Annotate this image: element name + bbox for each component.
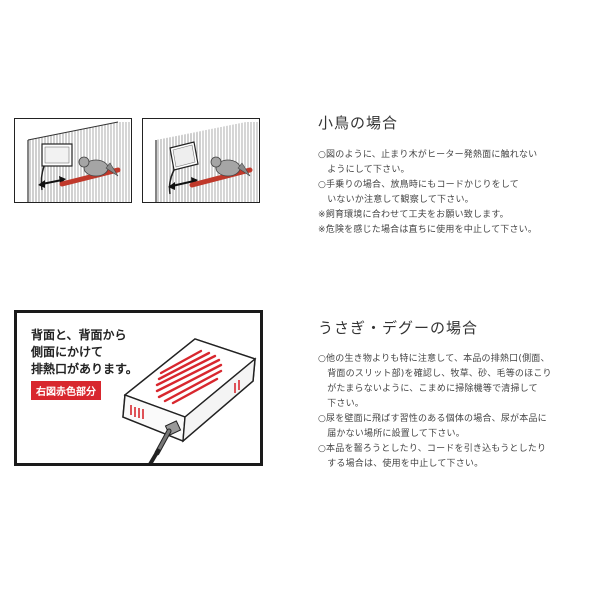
rabbit-note-line: がたまらないように、こまめに掃除機等で清掃して — [318, 384, 538, 394]
red-area-badge: 右図赤色部分 — [31, 381, 101, 400]
bird-note-line: ○手乗りの場合、放鳥時にもコードかじりをして — [318, 180, 519, 190]
bird-section-title: 小鳥の場合 — [318, 114, 399, 132]
heater-device-illustration — [122, 338, 257, 463]
rabbit-note-line: ○尿を壁面に飛ばす習性のある個体の場合、尿が本品に — [318, 414, 547, 424]
bird-notes: ○図のように、止まり木がヒーター発熱面に触れない ようにして下さい。 ○手乗りの… — [318, 148, 537, 238]
vent-callout-text: 背面と、背面から 側面にかけて 排熱口があります。 — [31, 328, 138, 376]
rabbit-note-line: ○他の生き物よりも特に注意して、本品の排熱口(側面、 — [318, 354, 550, 364]
bird-note-line: いないか注意して観察して下さい。 — [318, 195, 474, 205]
bird-illustration-2 — [142, 118, 260, 203]
rabbit-note-line: 下さい。 — [318, 399, 365, 409]
vent-callout: 背面と、背面から 側面にかけて 排熱口があります。 右図赤色部分 — [14, 310, 263, 466]
rabbit-note-line: ○本品を齧ろうとしたり、コードを引き込もうとしたり — [318, 444, 547, 454]
bird-note-line: ※飼育環境に合わせて工夫をお願い致します。 — [318, 210, 509, 220]
rabbit-note-line: 背面のスリット部)を確認し、牧草、砂、毛等のほこり — [318, 369, 552, 379]
rabbit-note-line: する場合は、使用を中止して下さい。 — [318, 459, 484, 469]
bird-note-line: ○図のように、止まり木がヒーター発熱面に触れない — [318, 150, 538, 160]
rabbit-note-line: 届かない場所に設置して下さい。 — [318, 429, 465, 439]
rabbit-section-title: うさぎ・デグーの場合 — [318, 319, 479, 337]
bird-note-line: ようにして下さい。 — [318, 165, 410, 175]
rabbit-notes: ○他の生き物よりも特に注意して、本品の排熱口(側面、 背面のスリット部)を確認し… — [318, 352, 552, 472]
bird-note-line: ※危険を感じた場合は直ちに使用を中止して下さい。 — [318, 225, 538, 235]
bird-illustration-1 — [14, 118, 132, 203]
